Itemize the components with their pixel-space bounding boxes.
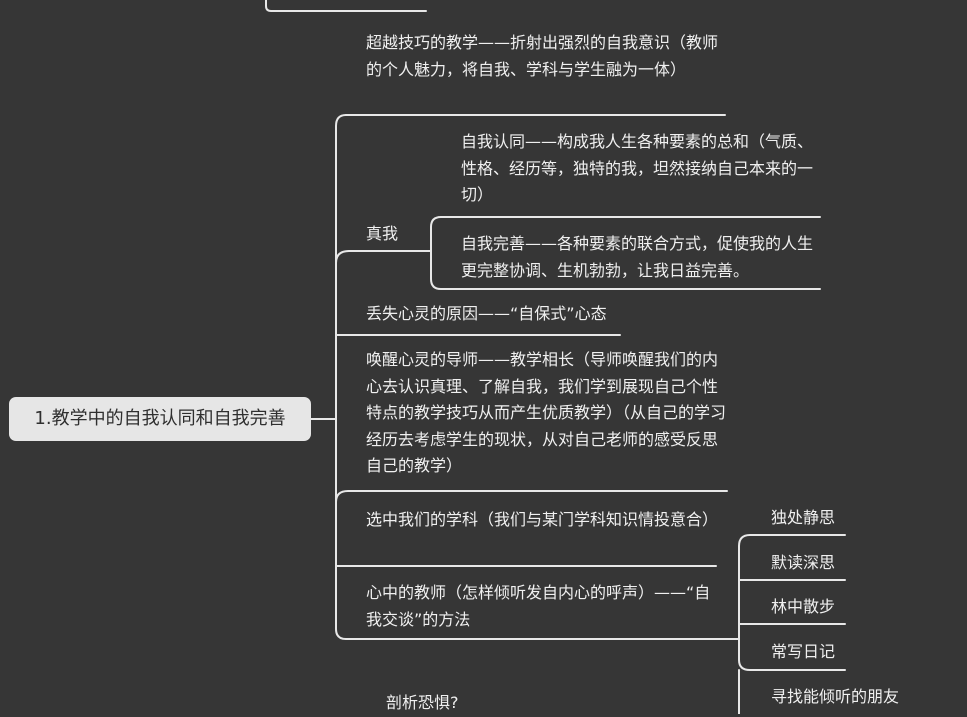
node-awaken-mentor[interactable]: 唤醒心灵的导师——教学相长（导师唤醒我们的内心去认识真理、了解自我，我们学到展现… xyxy=(366,350,727,475)
node-beyond-technique[interactable]: 超越技巧的教学——折射出强烈的自我意识（教师的个人魅力，将自我、学科与学生融为一… xyxy=(366,33,719,79)
underline-identity xyxy=(430,216,821,252)
node-self-identity[interactable]: 自我认同——构成我人生各种要素的总和（气质、性格、经历等，独特的我，坦然接纳自己… xyxy=(461,132,814,204)
underline-solitude xyxy=(738,534,846,640)
node-forest-walk[interactable]: 林中散步 xyxy=(771,597,836,616)
node-silent-reading[interactable]: 默读深思 xyxy=(771,553,836,572)
underline-true-self xyxy=(335,250,414,264)
connector-top-partial xyxy=(265,0,427,12)
node-true-self[interactable]: 真我 xyxy=(366,224,399,243)
node-find-friend[interactable]: 寻找能倾听的朋友 xyxy=(771,687,900,706)
underline-perfection xyxy=(430,250,821,290)
node-choose-subject[interactable]: 选中我们的学科（我们与某门学科知识情投意合） xyxy=(366,510,719,529)
connector-main-bracket xyxy=(335,114,347,640)
node-write-diary[interactable]: 常写日记 xyxy=(771,642,836,661)
root-node[interactable]: 1.教学中的自我认同和自我完善 xyxy=(9,397,311,441)
node-self-perfection[interactable]: 自我完善——各种要素的联合方式，促使我的人生更完整协调、生机勃勃，让我日益完善。 xyxy=(461,234,814,280)
node-solitude[interactable]: 独处静思 xyxy=(771,508,836,527)
node-lost-soul[interactable]: 丢失心灵的原因——“自保式”心态 xyxy=(366,304,607,323)
underline-mentor xyxy=(335,490,728,503)
node-inner-teacher[interactable]: 心中的教师（怎样倾听发自内心的呼声）——“自我交谈”的方法 xyxy=(366,583,711,629)
node-analyze-fear[interactable]: 剖析恐惧? xyxy=(386,693,459,712)
underline-diary xyxy=(738,638,846,671)
